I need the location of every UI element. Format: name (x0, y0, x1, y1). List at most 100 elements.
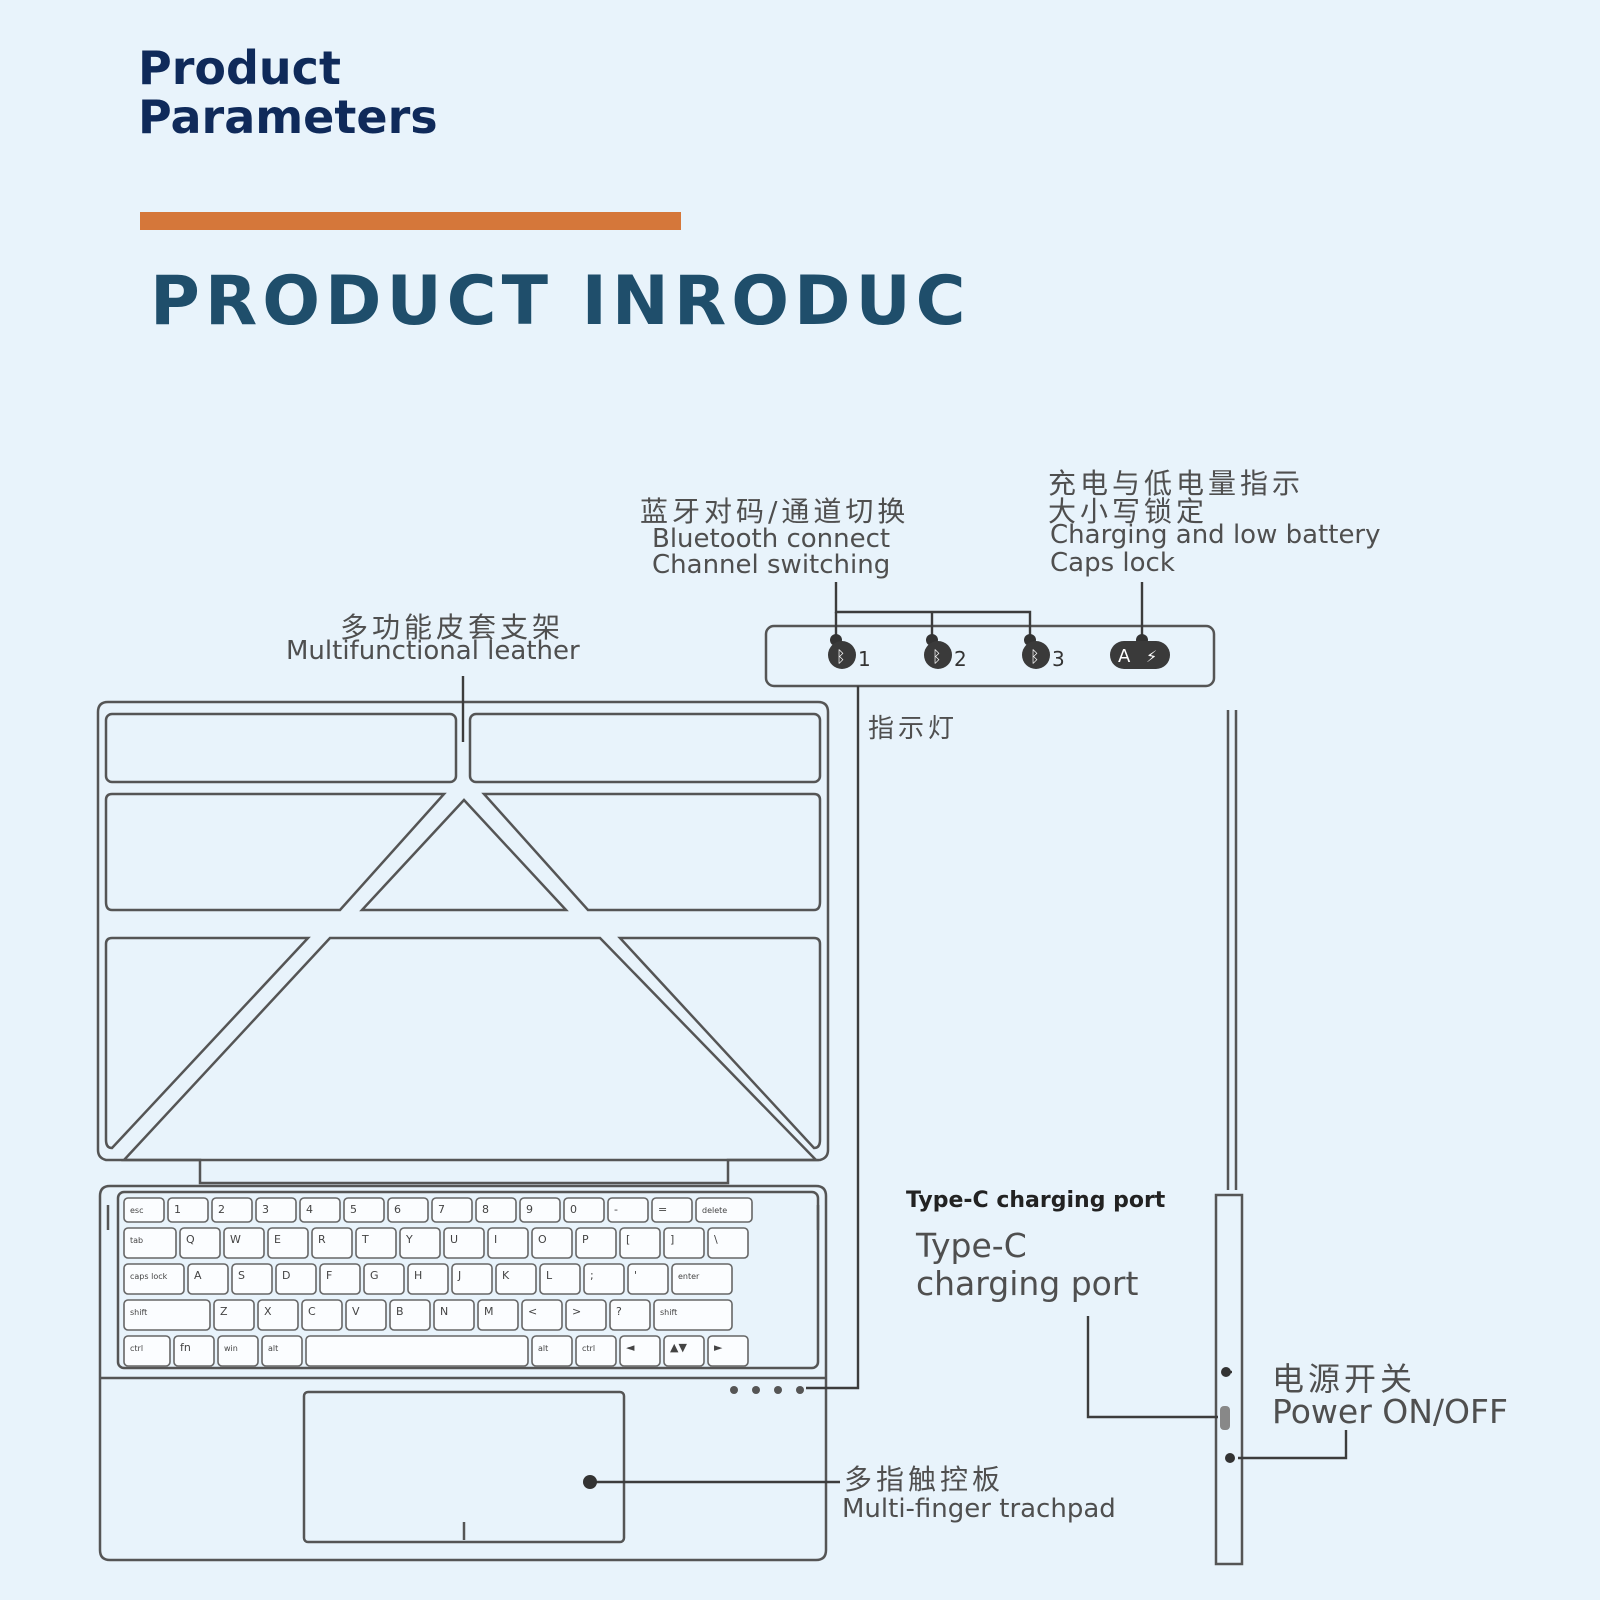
case-panel-mid-right (481, 792, 822, 912)
leather-label-cn: 多功能皮套支架 (340, 611, 565, 644)
key-label: alt (538, 1344, 548, 1353)
key-label: K (502, 1269, 510, 1282)
trackpad-label-en: Multi-finger trachpad (842, 1494, 1116, 1524)
key-label: alt (268, 1344, 278, 1353)
key-label: delete (702, 1206, 727, 1215)
power-label-en: Power ON/OFF (1272, 1392, 1508, 1431)
key-label: win (224, 1344, 238, 1353)
key-label: B (396, 1305, 404, 1318)
key-label: 3 (262, 1203, 269, 1216)
leather-case-outline (96, 700, 830, 1185)
kb-led-1 (730, 1386, 738, 1394)
key-3-5 (389, 1299, 431, 1331)
key-4-6 (575, 1335, 617, 1367)
bluetooth-icon (1022, 641, 1050, 669)
bluetooth-channel-2 (924, 641, 952, 669)
key-0-6 (387, 1197, 429, 1223)
key-2-2 (231, 1263, 273, 1295)
key-label: C (308, 1305, 316, 1318)
key-2-11 (627, 1263, 669, 1295)
key-label: ; (590, 1269, 594, 1282)
key-label: U (450, 1233, 458, 1246)
key-0-1 (167, 1197, 209, 1223)
key-4-7 (619, 1335, 661, 1367)
key-1-1 (179, 1227, 221, 1259)
key-label: 0 (570, 1203, 577, 1216)
trackpad-label-cn: 多指触控板 (844, 1463, 1005, 1496)
key-3-7 (477, 1299, 519, 1331)
case-panel-bottom-center (121, 936, 819, 1162)
bluetooth-icon (828, 641, 856, 669)
key-0-8 (475, 1197, 517, 1223)
key-label: R (318, 1233, 326, 1246)
key-1-3 (267, 1227, 309, 1259)
key-label: 6 (394, 1203, 401, 1216)
key-1-8 (487, 1227, 529, 1259)
case-panel-top-left (104, 712, 458, 784)
key-2-1 (187, 1263, 229, 1295)
key-4-3 (261, 1335, 303, 1367)
side-profile (1214, 710, 1244, 1566)
key-label: Z (220, 1305, 228, 1318)
key-label: ctrl (130, 1344, 143, 1353)
key-label: = (658, 1203, 667, 1216)
key-1-2 (223, 1227, 265, 1259)
key-1-5 (355, 1227, 397, 1259)
bluetooth-label-en2: Channel switching (652, 550, 891, 580)
case-panel-mid-center (359, 798, 569, 912)
key-3-2 (257, 1299, 299, 1331)
key-label: shift (660, 1308, 677, 1317)
key-0-9 (519, 1197, 561, 1223)
key-label: L (546, 1269, 553, 1282)
charging-label-cn1: 充电与低电量指示 (1048, 467, 1305, 500)
keyboard-body (98, 1184, 828, 1562)
key-label: W (230, 1233, 241, 1246)
key-4-1 (173, 1335, 215, 1367)
key-0-0 (123, 1197, 165, 1223)
kb-led-3 (774, 1386, 782, 1394)
key-label: shift (130, 1308, 147, 1317)
caps-lock-label: A (1118, 646, 1131, 667)
key-4-4 (305, 1335, 529, 1367)
key-3-3 (301, 1299, 343, 1331)
key-label: [ (626, 1233, 630, 1246)
key-0-3 (255, 1197, 297, 1223)
indicator-panel (764, 624, 1216, 688)
channel-3-label: 3 (1052, 647, 1065, 671)
page-title: Product Parameters (138, 44, 698, 142)
key-label: ? (616, 1305, 622, 1318)
key-label: 5 (350, 1203, 357, 1216)
key-label: P (582, 1233, 589, 1246)
key-0-2 (211, 1197, 253, 1223)
key-1-12 (663, 1227, 705, 1259)
charge-bolt-icon: ⚡ (1146, 647, 1157, 666)
key-3-11 (653, 1299, 733, 1331)
key-label: I (494, 1233, 497, 1246)
key-label: 8 (482, 1203, 489, 1216)
bluetooth-label-cn: 蓝牙对码/通道切换 (640, 495, 910, 528)
type-c-port-icon (1220, 1406, 1230, 1430)
key-label: J (457, 1269, 461, 1282)
key-label: \ (714, 1233, 718, 1246)
bluetooth-glyph-1: ᛒ (836, 647, 846, 666)
key-label: Y (405, 1233, 413, 1246)
bluetooth-channel-1 (828, 641, 856, 669)
key-label: 1 (174, 1203, 181, 1216)
key-2-0 (123, 1263, 185, 1295)
key-2-7 (451, 1263, 493, 1295)
key-1-7 (443, 1227, 485, 1259)
key-label: ► (714, 1341, 723, 1354)
key-3-4 (345, 1299, 387, 1331)
key-label: ] (670, 1233, 674, 1246)
key-label: N (440, 1305, 448, 1318)
bluetooth-icon (924, 641, 952, 669)
trackpad (302, 1390, 626, 1544)
key-label: 7 (438, 1203, 445, 1216)
key-label: > (572, 1305, 581, 1318)
key-3-1 (213, 1299, 255, 1331)
case-panel-bottom-right (617, 936, 822, 1150)
key-2-6 (407, 1263, 449, 1295)
key-label: 4 (306, 1203, 313, 1216)
case-panel-mid-left (104, 792, 447, 912)
key-label: O (538, 1233, 547, 1246)
